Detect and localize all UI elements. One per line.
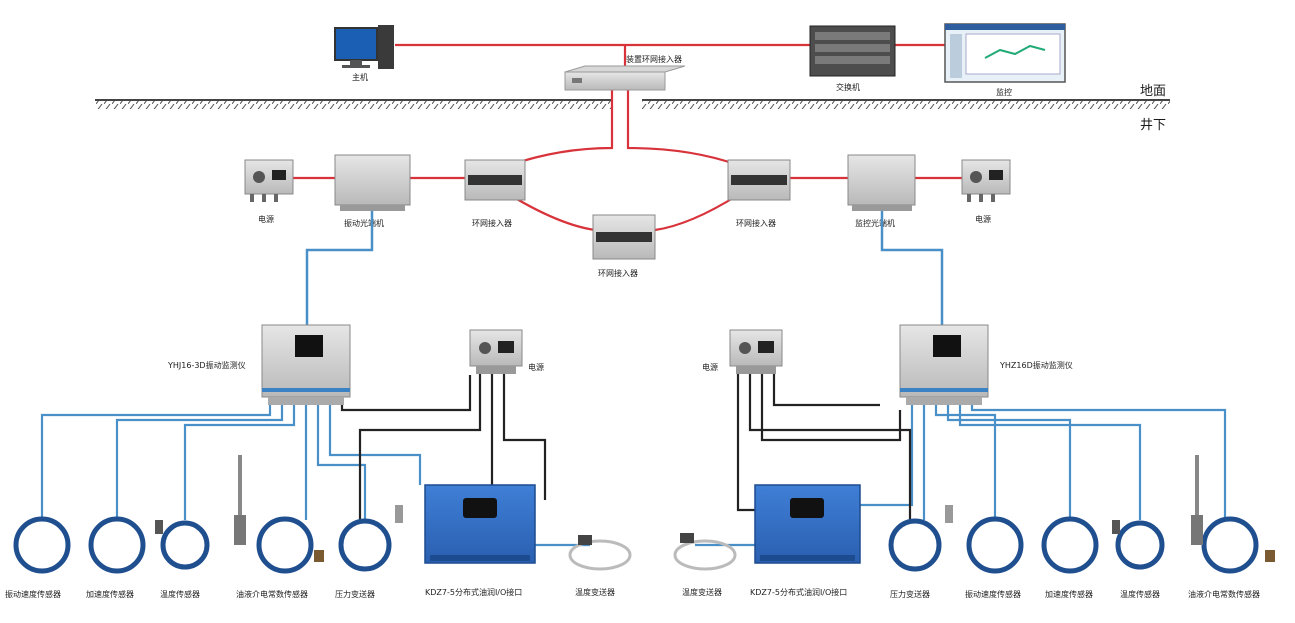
right-links	[695, 374, 1227, 547]
ring-right-fiber-label: 监控光端机	[855, 218, 895, 228]
underground-label: 井下	[1140, 118, 1166, 133]
switch-icon	[809, 25, 896, 77]
ring-left-power-label: 电源	[258, 214, 274, 224]
left-sensor-coils	[13, 516, 392, 574]
left-sensor-labels: 振动速度传感器 加速度传感器 温度传感器 油液介电常数传感器 压力变送器	[5, 589, 375, 599]
ground-line	[95, 99, 1170, 109]
right-sensor-label-0: 压力变送器	[890, 589, 930, 599]
ring-right-power-icon	[961, 159, 1011, 202]
right-sensor-label-2: 加速度传感器	[1045, 589, 1093, 599]
ring-left-access-label: 环网接入器	[472, 218, 512, 228]
right-power-label: 电源	[702, 362, 718, 372]
left-sensor-label-0: 振动速度传感器	[5, 589, 61, 599]
right-sensor-labels: 压力变送器 振动速度传感器 加速度传感器 温度传感器 油液介电常数传感器	[890, 589, 1260, 599]
right-sensor-label-4: 油液介电常数传感器	[1188, 589, 1260, 599]
right-sensor-probes	[945, 455, 1275, 562]
top-network-links	[395, 43, 945, 130]
right-sensor-label-3: 温度传感器	[1120, 589, 1160, 599]
left-vibration-monitor-icon	[261, 324, 351, 405]
right-temp-label: 温度变送器	[682, 587, 722, 597]
ring-bottom-access-label: 环网接入器	[598, 268, 638, 278]
screen-label: 监控	[996, 87, 1012, 97]
left-monitor-label: YHJ16-3D振动监测仪	[167, 360, 246, 370]
left-power-icon	[469, 329, 523, 374]
ring-network	[292, 130, 962, 232]
right-vibration-monitor-icon	[899, 324, 989, 405]
right-power-icon	[729, 329, 783, 374]
ring-left-access-icon	[464, 159, 526, 201]
left-power-label: 电源	[528, 362, 544, 372]
ring-right-power-label: 电源	[975, 214, 991, 224]
right-monitor-label: YHZ16D振动监测仪	[999, 360, 1073, 370]
host-label: 主机	[352, 72, 368, 82]
left-io-box-icon	[424, 484, 536, 564]
ring-access-device-icon	[564, 65, 686, 91]
fiber-down-links	[305, 211, 944, 325]
left-temp-transmitter-icon	[568, 535, 632, 571]
left-sensor-label-1: 加速度传感器	[86, 589, 134, 599]
ring-left-power-icon	[244, 159, 294, 202]
ring-bottom-access-icon	[592, 214, 656, 260]
left-sensor-probes	[155, 455, 403, 562]
left-temp-label: 温度变送器	[575, 587, 615, 597]
left-io-box-label: KDZ7-5分布式油润I/O接口	[425, 587, 522, 597]
left-links	[40, 374, 590, 547]
right-sensor-coils	[888, 516, 1259, 574]
left-sensor-label-3: 油液介电常数传感器	[236, 589, 308, 599]
ring-right-fiber-icon	[847, 154, 916, 211]
surface-label: 地面	[1140, 84, 1166, 99]
ring-right-access-label: 环网接入器	[736, 218, 776, 228]
ring-right-access-icon	[727, 159, 791, 201]
switch-label: 交换机	[836, 82, 860, 92]
left-sensor-label-4: 压力变送器	[335, 589, 375, 599]
right-temp-transmitter-icon	[673, 533, 737, 571]
left-sensor-label-2: 温度传感器	[160, 589, 200, 599]
right-io-box-label: KDZ7-5分布式油润I/O接口	[750, 587, 847, 597]
ring-left-fiber-label: 振动光端机	[344, 218, 384, 228]
ring-left-fiber-icon	[334, 154, 411, 211]
host-computer-icon	[334, 25, 394, 69]
ring-access-top-label: 装置环网接入器	[626, 54, 682, 64]
monitor-screen-icon	[944, 23, 1066, 83]
right-sensor-label-1: 振动速度传感器	[965, 589, 1021, 599]
right-io-box-icon	[754, 484, 861, 564]
